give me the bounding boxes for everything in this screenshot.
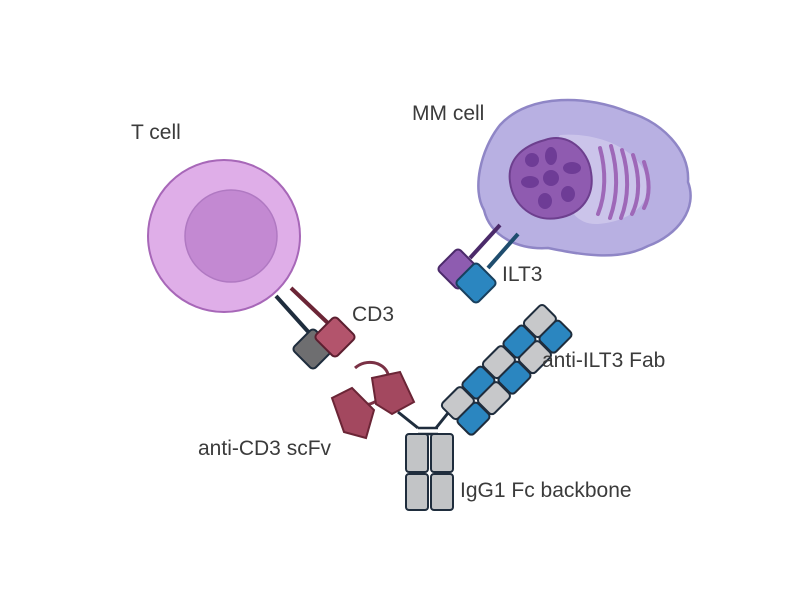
fc-ch2-right xyxy=(430,433,454,473)
t-cell-nucleus xyxy=(184,189,278,283)
scfv-vl-domain xyxy=(330,386,376,440)
fab-hinge xyxy=(434,412,450,429)
ilt3-label: ILT3 xyxy=(502,263,543,286)
cd3-red-subunit xyxy=(314,316,356,358)
anti-ilt3-fab xyxy=(440,304,573,436)
cd3-label: CD3 xyxy=(352,303,395,326)
mm-cell xyxy=(477,98,692,257)
mm-cell-label: MM cell xyxy=(412,102,485,125)
nucleus-chromatin xyxy=(521,147,581,209)
mm-cell-er xyxy=(596,144,651,220)
anti-ilt3-fab-label: anti-ILT3 Fab xyxy=(542,349,666,372)
t-cell xyxy=(147,159,301,313)
anti-cd3-scfv xyxy=(330,360,419,440)
cd3-receptor xyxy=(274,286,356,370)
scfv-vh-domain xyxy=(370,370,416,416)
igg1-fc-label: IgG1 Fc backbone xyxy=(460,479,632,502)
fc-ch3-right xyxy=(430,473,454,511)
fc-ch2-left xyxy=(405,433,429,473)
ilt3-receptor xyxy=(437,223,520,304)
scfv-hinge xyxy=(397,410,419,430)
cd3-stalk-dark xyxy=(274,294,314,338)
mm-receptor-stalk-purple xyxy=(468,223,502,260)
igg1-fc-backbone xyxy=(405,412,454,511)
cd3-stalk-red xyxy=(289,286,333,328)
ilt3-stalk xyxy=(486,232,520,270)
fc-ch3-left xyxy=(405,473,429,511)
anti-cd3-scfv-label: anti-CD3 scFv xyxy=(198,437,332,460)
t-cell-label: T cell xyxy=(131,121,181,144)
ilt3-domain xyxy=(455,262,497,304)
